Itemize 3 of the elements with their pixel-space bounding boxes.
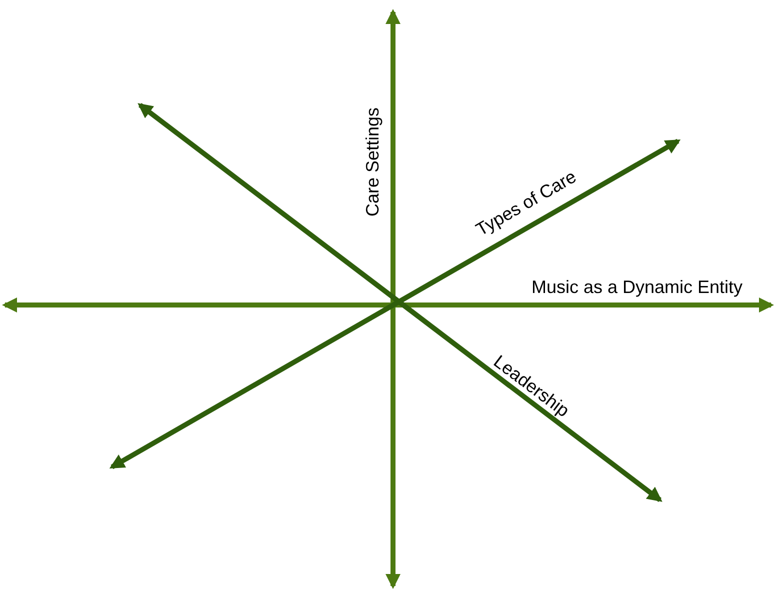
axis-label: Care Settings xyxy=(362,107,382,217)
axis-label: Types of Care xyxy=(472,166,580,240)
axis-label: Music as a Dynamic Entity xyxy=(532,277,743,297)
